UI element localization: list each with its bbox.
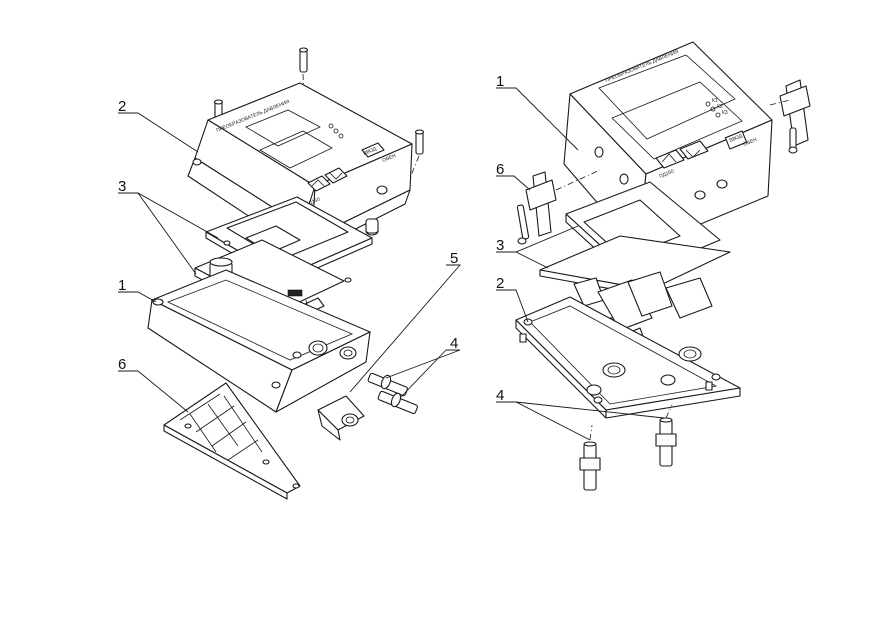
- right-pcb-boards: [539, 181, 731, 357]
- right-side-clamps: [516, 79, 811, 245]
- right-exploded-view: ПРЕОБРАЗОВАТЕЛЬ ДАВЛЕНИЯ ПД150 ОВЕН ВВОД…: [496, 41, 811, 491]
- left-callout-3: 3: [118, 178, 126, 195]
- left-housing-base: [147, 269, 371, 413]
- left-panel-brand: ОВЕН: [382, 153, 398, 164]
- right-callout-2: 2: [496, 275, 504, 292]
- right-callout-1: 1: [496, 73, 504, 90]
- right-indicator-k2: К2: [717, 104, 723, 110]
- right-callout-4: 4: [496, 387, 504, 404]
- right-panel-enter-key: ВВОД: [729, 133, 744, 144]
- left-callout-2: 2: [118, 98, 126, 115]
- left-leader-lines: [118, 112, 461, 413]
- right-panel-model: ПД150: [659, 168, 676, 179]
- left-fittings: [367, 372, 418, 415]
- right-fittings: [579, 404, 677, 491]
- left-mounting-bracket: [163, 382, 301, 500]
- right-panel-brand: ОВЕН: [743, 137, 759, 148]
- left-callout-1: 1: [118, 277, 126, 294]
- right-indicator-k1: К1: [712, 98, 718, 104]
- right-base-plate: [515, 296, 741, 419]
- right-leader-lines: [496, 87, 665, 441]
- left-callout-5: 5: [450, 250, 458, 267]
- left-panel-model: ПД150: [305, 196, 322, 207]
- left-exploded-view: ПРЕОБРАЗОВАТЕЛЬ ДАВЛЕНИЯ ПД150 ОВЕН ВВОД: [118, 47, 461, 500]
- left-gland-nut: [317, 395, 365, 441]
- left-callout-4: 4: [450, 335, 458, 352]
- right-indicator-k3: К3: [722, 110, 728, 116]
- left-callout-6: 6: [118, 356, 126, 373]
- left-mounting-screws: [213, 47, 425, 179]
- right-callout-3: 3: [496, 237, 504, 254]
- right-callout-6: 6: [496, 161, 504, 178]
- left-panel-enter-key: ВВОД: [363, 146, 378, 157]
